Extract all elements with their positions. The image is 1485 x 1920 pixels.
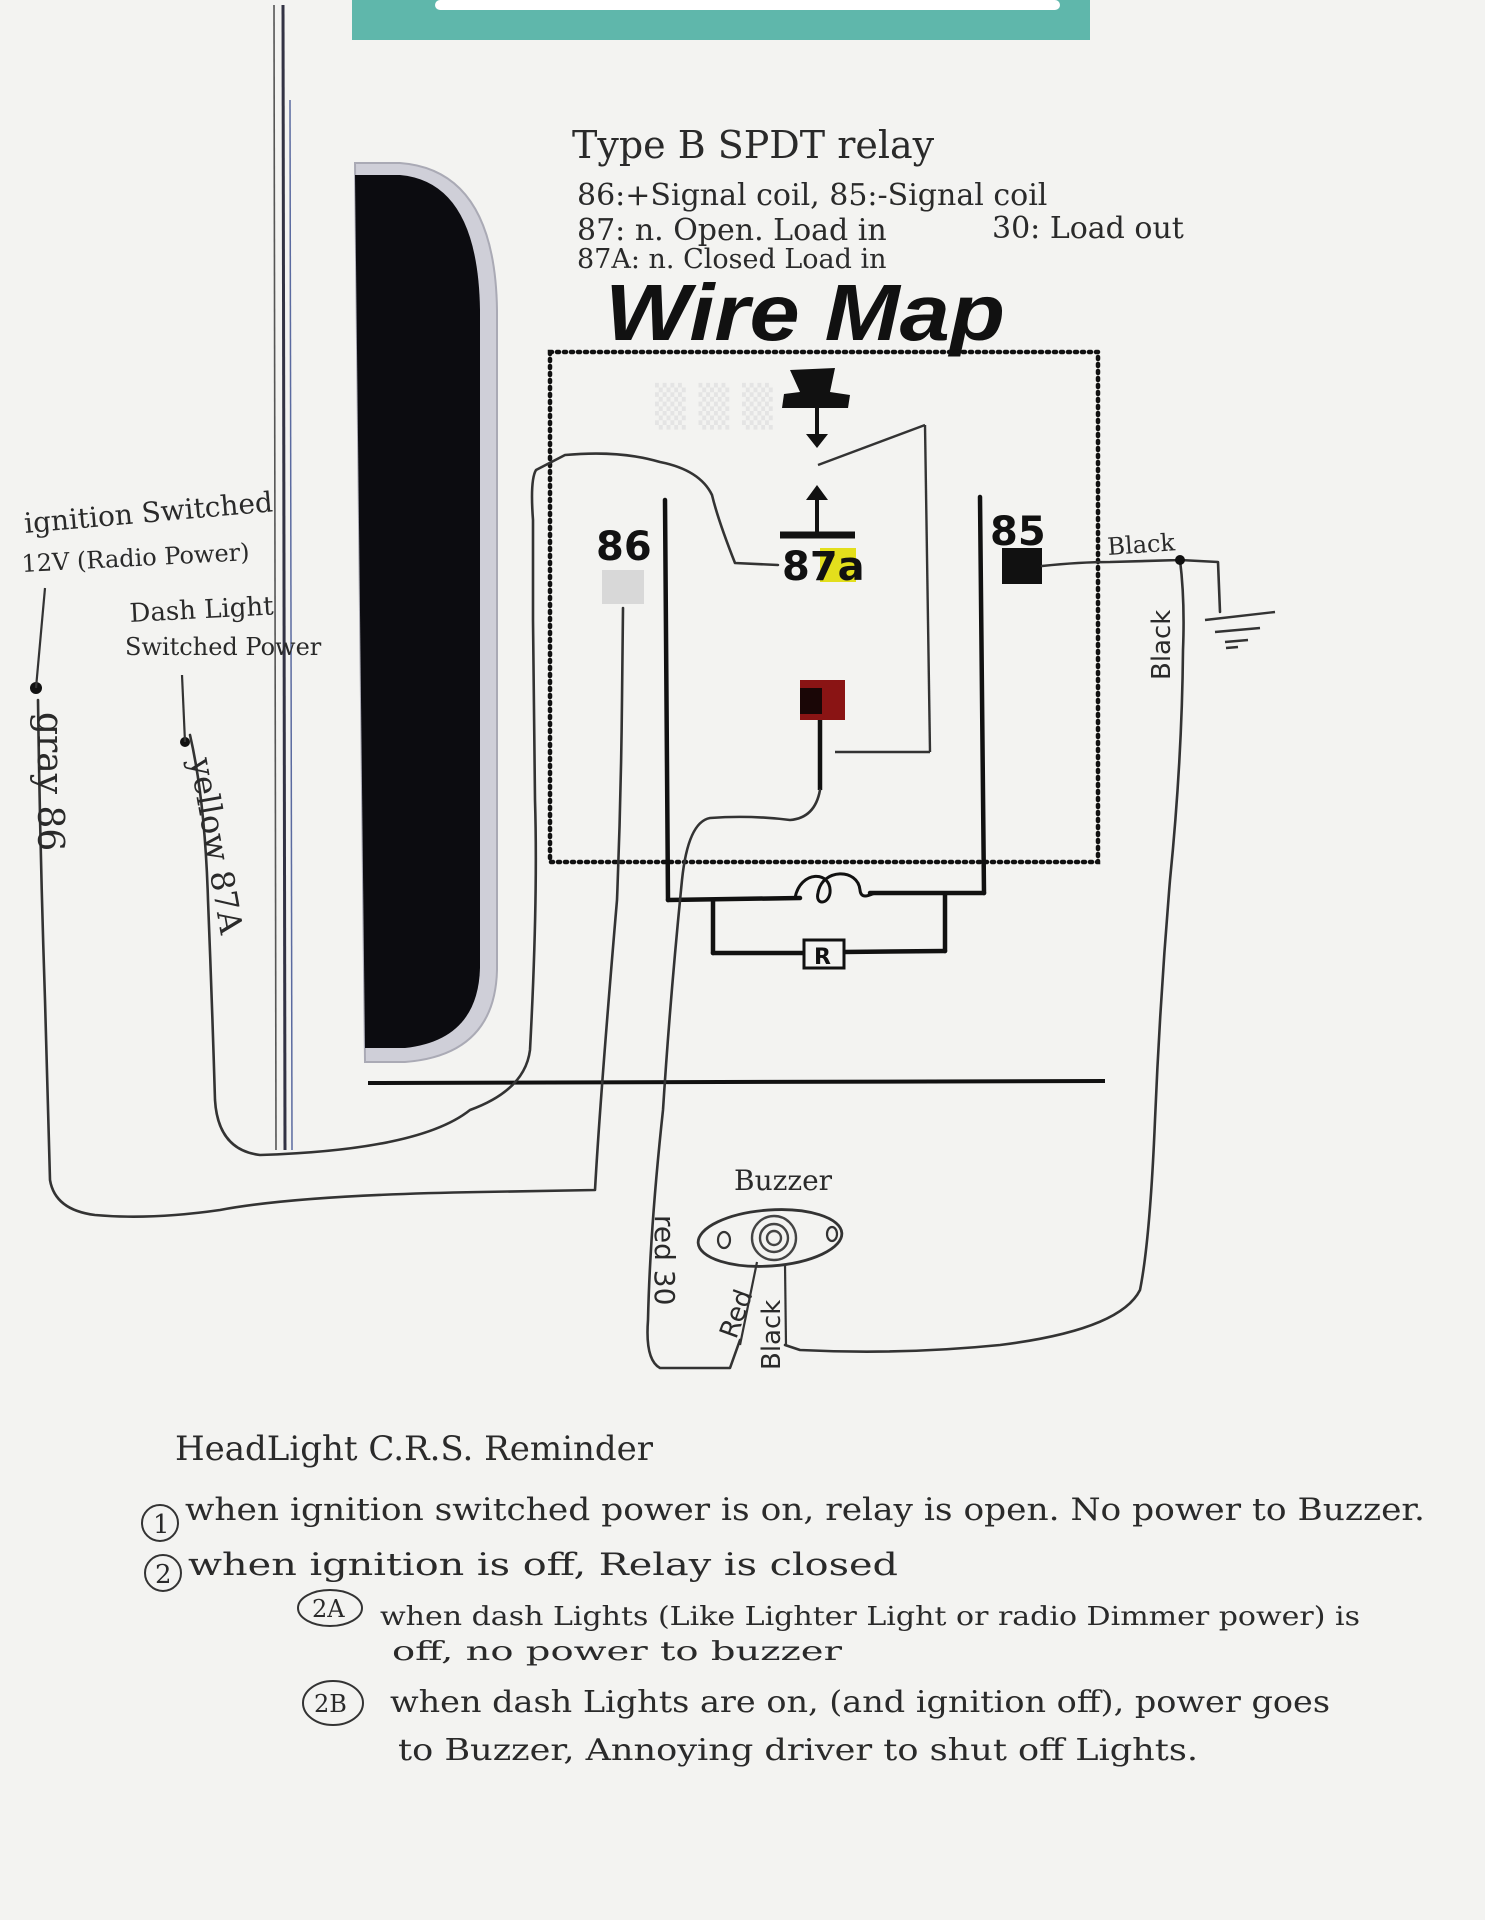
terminal-87a-highlight — [820, 548, 856, 582]
switch-arm-return — [923, 424, 932, 753]
buzzer-hole-left — [716, 1230, 732, 1250]
wire-86 — [36, 606, 625, 1218]
diagram-title: Wire Map — [605, 268, 1005, 357]
notes-heading: HeadLight C.R.S. Reminder — [175, 1429, 654, 1469]
terminal-86-label: 86 — [596, 524, 652, 570]
buzzer-hole-right — [825, 1225, 839, 1243]
note-2a-circle — [297, 1589, 363, 1627]
ignition-label-1: ignition Switched — [23, 485, 274, 540]
terminal-87a-arrow-head — [806, 485, 828, 500]
note-2a-text: off, no power to buzzer — [392, 1637, 843, 1667]
coil-bar-right — [977, 494, 987, 896]
black-wire-junction-dot — [1175, 555, 1185, 565]
terminal-87a-label: 87a — [782, 544, 865, 590]
resistor-wire-right — [840, 948, 948, 955]
buzzer-center-icon — [750, 1214, 798, 1262]
note-2-circle — [144, 1554, 182, 1592]
terminal-87-arrow-head — [806, 434, 828, 448]
resistor-box — [802, 938, 846, 970]
note-2b-number: 2B — [314, 1690, 347, 1718]
ignition-label-2: 12V (Radio Power) — [21, 538, 250, 578]
left-border-line-1 — [273, 4, 277, 1151]
black-wire-label-top: Black — [1106, 528, 1176, 561]
terminal-87-top — [782, 368, 850, 408]
note-1-number: 1 — [153, 1510, 170, 1540]
terminal-85-pad — [1002, 548, 1042, 584]
note-2b-line-2: to Buzzer, Annoying driver to shut off L… — [398, 1733, 1198, 1768]
note-2b-line-1: when dash Lights are on, (and ignition o… — [390, 1685, 1330, 1720]
dash-label-2: Switched Power — [125, 633, 322, 661]
terminal-85-label: 85 — [990, 509, 1046, 555]
coil-bar-left — [662, 497, 671, 903]
gray-86-wire-label: gray 86 — [29, 712, 70, 851]
horizontal-divider — [367, 1079, 1106, 1085]
left-border-line-2 — [281, 4, 287, 1151]
buzzer-body — [696, 1208, 844, 1268]
note-2b-circle — [302, 1680, 364, 1726]
buzzer-label: Buzzer — [734, 1164, 833, 1197]
terminal-86-pad — [602, 570, 644, 604]
buzzer-black-lead — [783, 1263, 788, 1346]
relay-box — [547, 349, 1101, 865]
note-2-continuation: when dash Lights (Like Lighter Light or … — [380, 1602, 1360, 1632]
red-30-wire-label: red 30 — [648, 1215, 681, 1305]
note-2-number: 2 — [155, 1560, 172, 1590]
header-line-4: 87A: n. Closed Load in — [577, 244, 887, 275]
buzzer-black-lead-label: Black — [757, 1300, 787, 1370]
teal-strip-inner-box — [435, 0, 1060, 10]
switch-arm — [817, 423, 926, 467]
terminal-30-pad-dark — [800, 688, 822, 714]
ignition-lead — [34, 587, 47, 689]
note-1-circle — [141, 1504, 179, 1542]
header-line-1: Type B SPDT relay — [572, 123, 935, 167]
left-border-blue-line — [289, 99, 293, 1151]
black-wire-label-vertical: Black — [1147, 610, 1177, 680]
yellow-87a-wire-label: yellow 87A — [182, 754, 251, 938]
header-line-3: 87: n. Open. Load in — [577, 213, 887, 248]
ghost-print: ▒ ▒ ▒ — [655, 382, 773, 430]
ground-icon — [1204, 610, 1276, 650]
note-1-text: when ignition switched power is on, rela… — [185, 1492, 1425, 1528]
wire-87a — [188, 452, 780, 1157]
coil-bottom-left — [665, 895, 803, 903]
wire-30 — [646, 788, 822, 1370]
dash-label-1: Dash Light — [129, 591, 275, 629]
note-2-text: when ignition is off, Relay is closed — [188, 1547, 898, 1583]
header-line-3b: 30: Load out — [992, 211, 1184, 246]
buzzer-red-lead — [738, 1261, 759, 1346]
note-2a-number: 2A — [312, 1595, 345, 1623]
wire-85 — [783, 558, 1222, 1353]
coil-symbol — [793, 872, 876, 904]
header-line-2: 86:+Signal coil, 85:-Signal coil — [577, 178, 1047, 213]
buzzer-red-lead-label: Red — [714, 1286, 759, 1343]
resistor-label: R — [814, 945, 831, 970]
dash-lead — [180, 674, 187, 743]
dark-panel — [355, 175, 480, 1048]
